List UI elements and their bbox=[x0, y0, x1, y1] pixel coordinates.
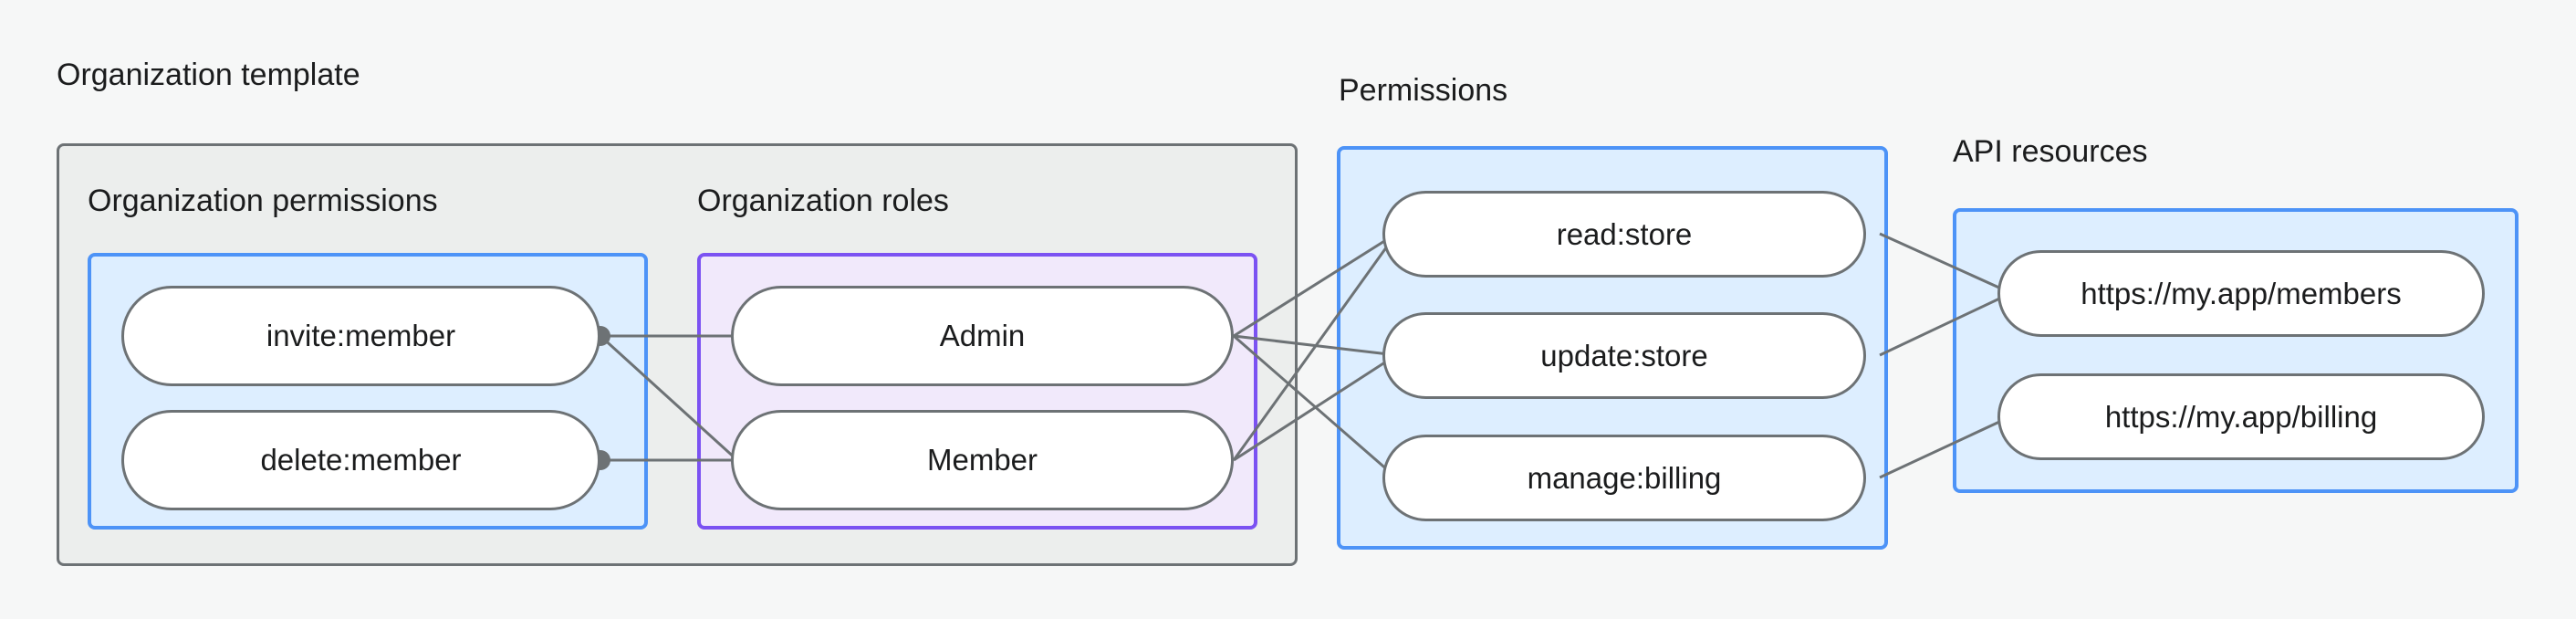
node-members-url[interactable]: https://my.app/members bbox=[1997, 250, 2485, 337]
node-admin-label: Admin bbox=[939, 319, 1026, 352]
node-billing-url[interactable]: https://my.app/billing bbox=[1997, 373, 2485, 460]
org-template-label: Organization template bbox=[57, 58, 360, 92]
org-roles-label: Organization roles bbox=[697, 184, 949, 218]
node-delete-member-label: delete:member bbox=[260, 443, 462, 477]
node-delete-member[interactable]: delete:member bbox=[121, 410, 600, 510]
node-read-store[interactable]: read:store bbox=[1382, 191, 1866, 278]
node-admin[interactable]: Admin bbox=[731, 286, 1234, 386]
node-manage-billing[interactable]: manage:billing bbox=[1382, 435, 1866, 521]
node-manage-billing-label: manage:billing bbox=[1527, 460, 1722, 495]
node-member[interactable]: Member bbox=[731, 410, 1234, 510]
node-invite-member[interactable]: invite:member bbox=[121, 286, 600, 386]
api-resources-label: API resources bbox=[1953, 134, 2148, 169]
permissions-label: Permissions bbox=[1339, 73, 1508, 108]
node-invite-member-label: invite:member bbox=[266, 319, 456, 352]
node-members-url-label: https://my.app/members bbox=[2081, 276, 2402, 310]
node-billing-url-label: https://my.app/billing bbox=[2104, 399, 2378, 434]
node-update-store[interactable]: update:store bbox=[1382, 312, 1866, 399]
node-read-store-label: read:store bbox=[1556, 216, 1693, 251]
node-member-label: Member bbox=[926, 443, 1038, 477]
node-update-store-label: update:store bbox=[1540, 338, 1708, 372]
org-permissions-label: Organization permissions bbox=[88, 184, 438, 218]
